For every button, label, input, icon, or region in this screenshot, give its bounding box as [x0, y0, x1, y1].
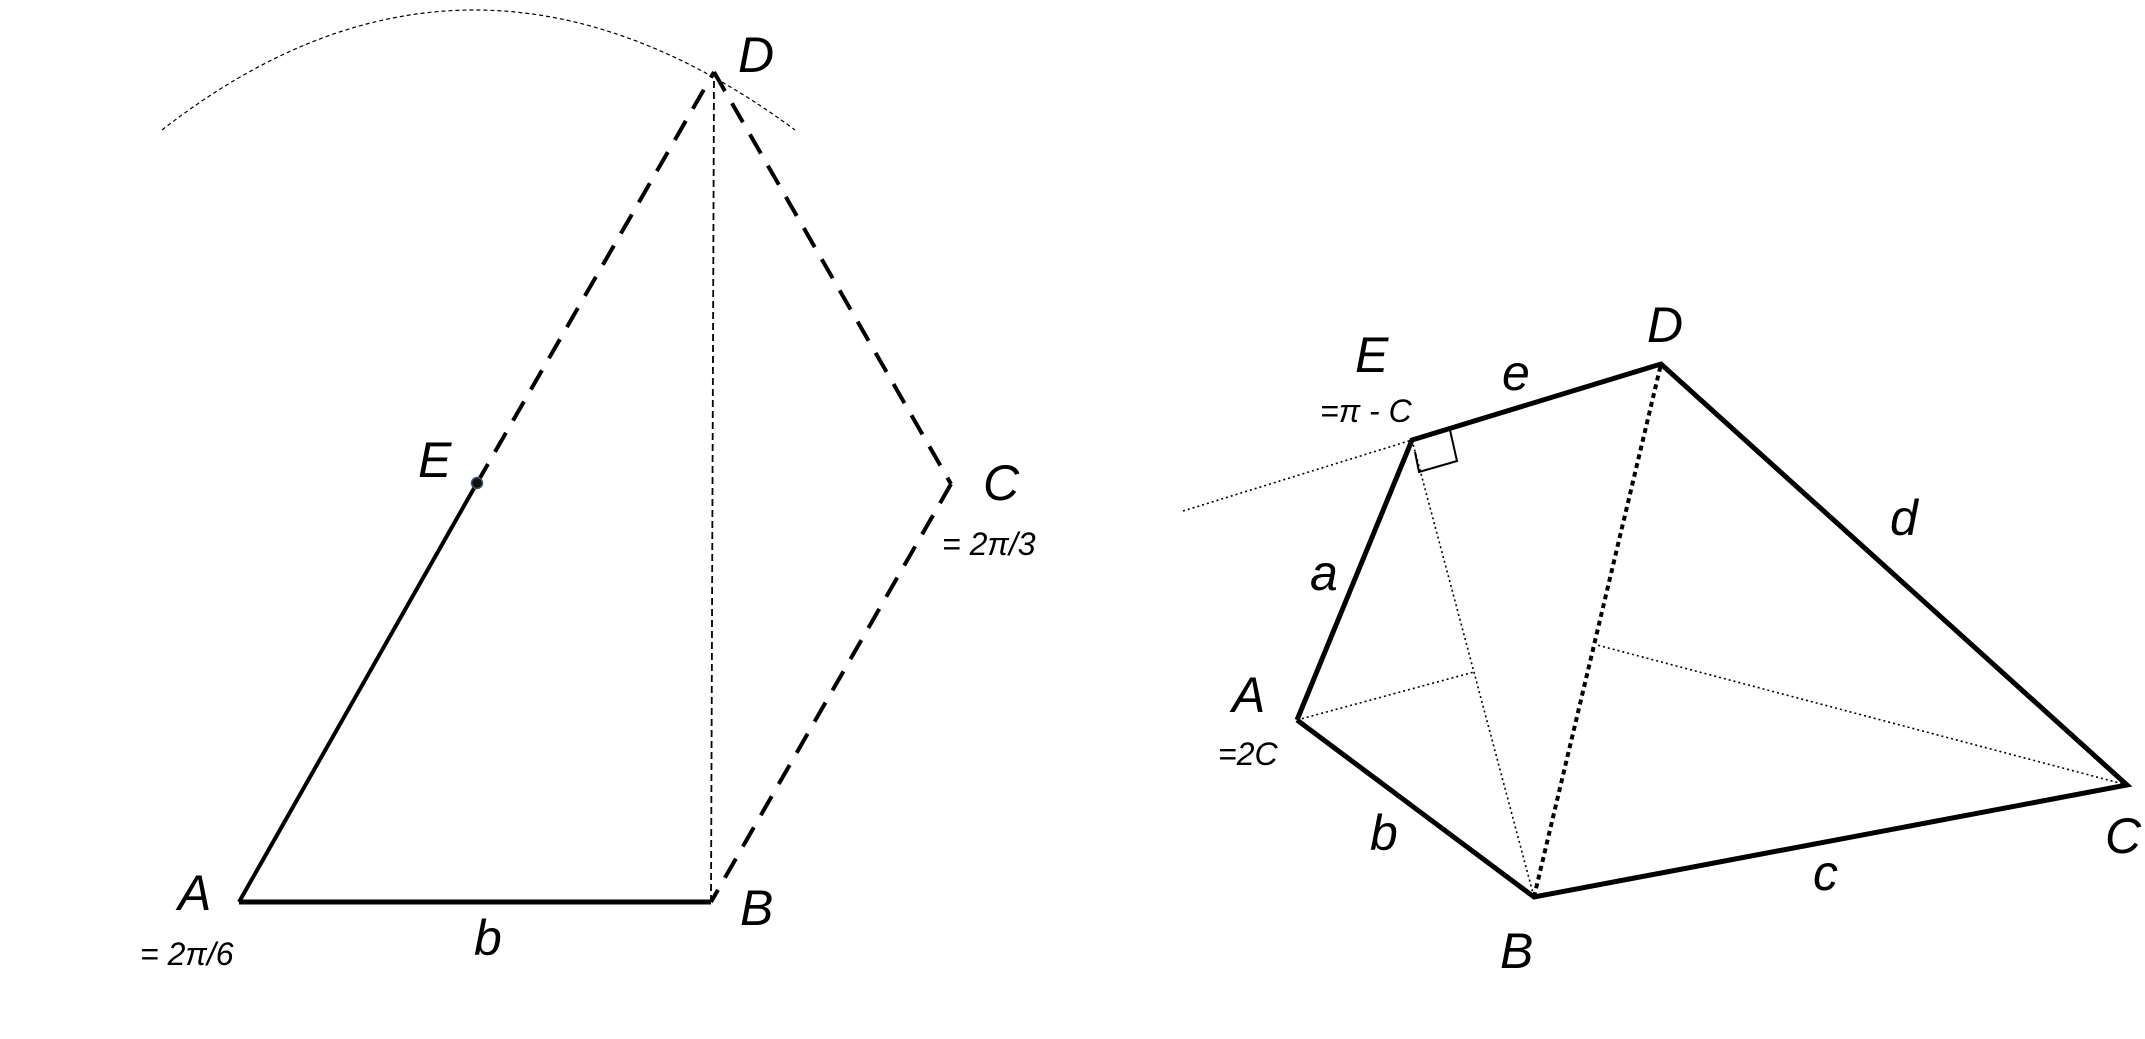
label-side-e: e [1502, 345, 1530, 401]
label-side-b: b [474, 910, 502, 966]
note-A: =2C [1218, 736, 1278, 772]
note-C: = 2π/3 [942, 526, 1036, 562]
label-A: A [175, 865, 211, 921]
segment-ED [475, 71, 716, 484]
left-figure: A = 2π/6 B C = 2π/3 D E b [140, 9, 1036, 972]
label-C: C [2105, 808, 2142, 864]
note-E: =π - C [1320, 393, 1413, 429]
right-figure: A =2C B C D E =π - C a b c d e [1182, 297, 2142, 979]
label-E: E [1355, 327, 1389, 383]
label-side-c: c [1813, 845, 1838, 901]
segment-A-foot-dotted [1296, 671, 1475, 721]
segment-DC [712, 71, 953, 485]
right-angle-marker [1414, 429, 1459, 474]
segment-BD-dotted [1532, 363, 1663, 898]
label-side-a: a [1310, 545, 1338, 601]
construction-arc [161, 9, 796, 131]
label-C: C [983, 455, 1020, 511]
extension-line [1182, 439, 1413, 512]
pentagon-outline [1294, 361, 2133, 900]
note-A: = 2π/6 [140, 936, 234, 972]
label-side-d: d [1890, 490, 1920, 546]
label-D: D [738, 27, 774, 83]
point-E [470, 476, 484, 490]
label-E: E [418, 432, 452, 488]
label-A: A [1229, 667, 1265, 723]
segment-AE [237, 482, 479, 903]
label-side-b: b [1370, 805, 1398, 861]
label-D: D [1647, 297, 1683, 353]
segment-BD [710, 71, 715, 903]
label-B: B [740, 880, 773, 936]
segment-C-foot-dotted [1596, 644, 2128, 786]
segment-EB-dotted [1411, 439, 1535, 898]
segment-CB [709, 483, 953, 903]
label-B: B [1500, 923, 1533, 979]
